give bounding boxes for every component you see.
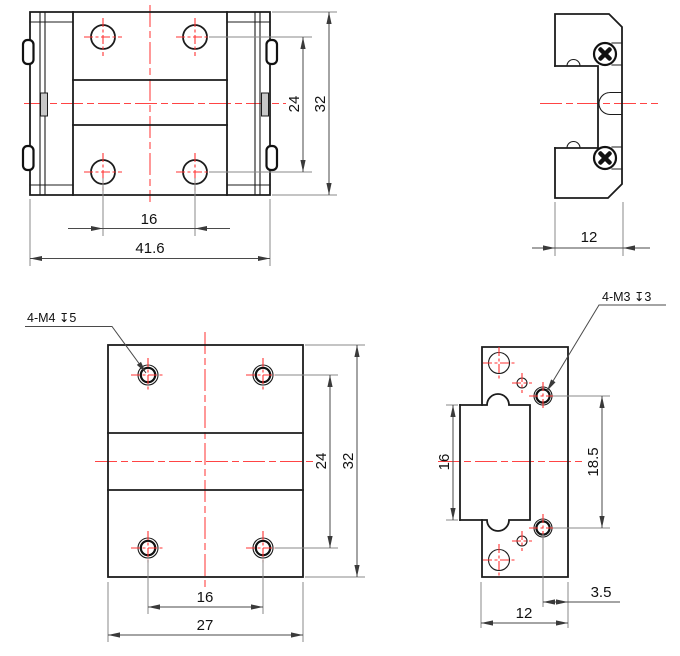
- rail-tab: [265, 144, 279, 172]
- dim-side-width: 12: [581, 229, 598, 246]
- front-view-holes: [84, 18, 214, 191]
- base-side-view: 4-M3 ↧3 16 18.5 3.5: [436, 290, 666, 628]
- dim-front-pitch-y: 24: [286, 96, 303, 113]
- side-view-screws: [592, 41, 618, 171]
- dim-base-side-pitch-y: 18.5: [585, 447, 602, 476]
- side-view: 12: [532, 13, 658, 256]
- thread-callout-m4: 4-M4 ↧5: [27, 311, 76, 325]
- base-front-view: 4-M4 ↧5 24 32 16: [25, 311, 365, 642]
- rail-slot: [261, 92, 269, 117]
- front-view-outline: [21, 11, 279, 196]
- front-view-centerlines: [24, 5, 286, 202]
- side-view-outline: [554, 13, 623, 199]
- dim-base-side-width: 12: [516, 605, 533, 622]
- rail-tab: [265, 38, 279, 66]
- dim-base-pitch-y: 24: [313, 453, 330, 470]
- base-front-centerlines: [95, 332, 316, 590]
- base-side-outline: [459, 346, 569, 578]
- dim-front-height: 32: [312, 96, 329, 113]
- base-side-dimensions: 16 18.5 3.5 12: [436, 395, 620, 628]
- dim-base-side-block-height: 16: [436, 454, 453, 471]
- thread-callout-m3: 4-M3 ↧3: [602, 290, 651, 304]
- phillips-screw-icon: [598, 47, 612, 61]
- dim-base-side-edge-offset: 3.5: [591, 584, 612, 601]
- base-front-dimensions: 24 32 16 27: [107, 344, 365, 642]
- base-front-callout: 4-M4 ↧5: [25, 311, 147, 374]
- rail-tab: [21, 38, 35, 66]
- dim-front-width: 41.6: [135, 240, 164, 257]
- base-front-holes: [131, 358, 280, 565]
- rail-slot: [40, 92, 48, 117]
- dim-base-width: 27: [197, 617, 214, 634]
- dim-front-pitch-x: 16: [141, 211, 158, 228]
- front-view-dimensions: 16 41.6 24 32: [29, 11, 337, 266]
- rail-tab: [21, 144, 35, 172]
- phillips-screw-icon: [598, 151, 612, 165]
- base-front-outline: [107, 344, 304, 578]
- base-side-callout: 4-M3 ↧3: [546, 290, 666, 392]
- dim-base-pitch-x: 16: [197, 589, 214, 606]
- dim-base-height: 32: [340, 453, 357, 470]
- front-view: 16 41.6 24 32: [21, 5, 337, 266]
- side-view-dimensions: 12: [532, 202, 650, 256]
